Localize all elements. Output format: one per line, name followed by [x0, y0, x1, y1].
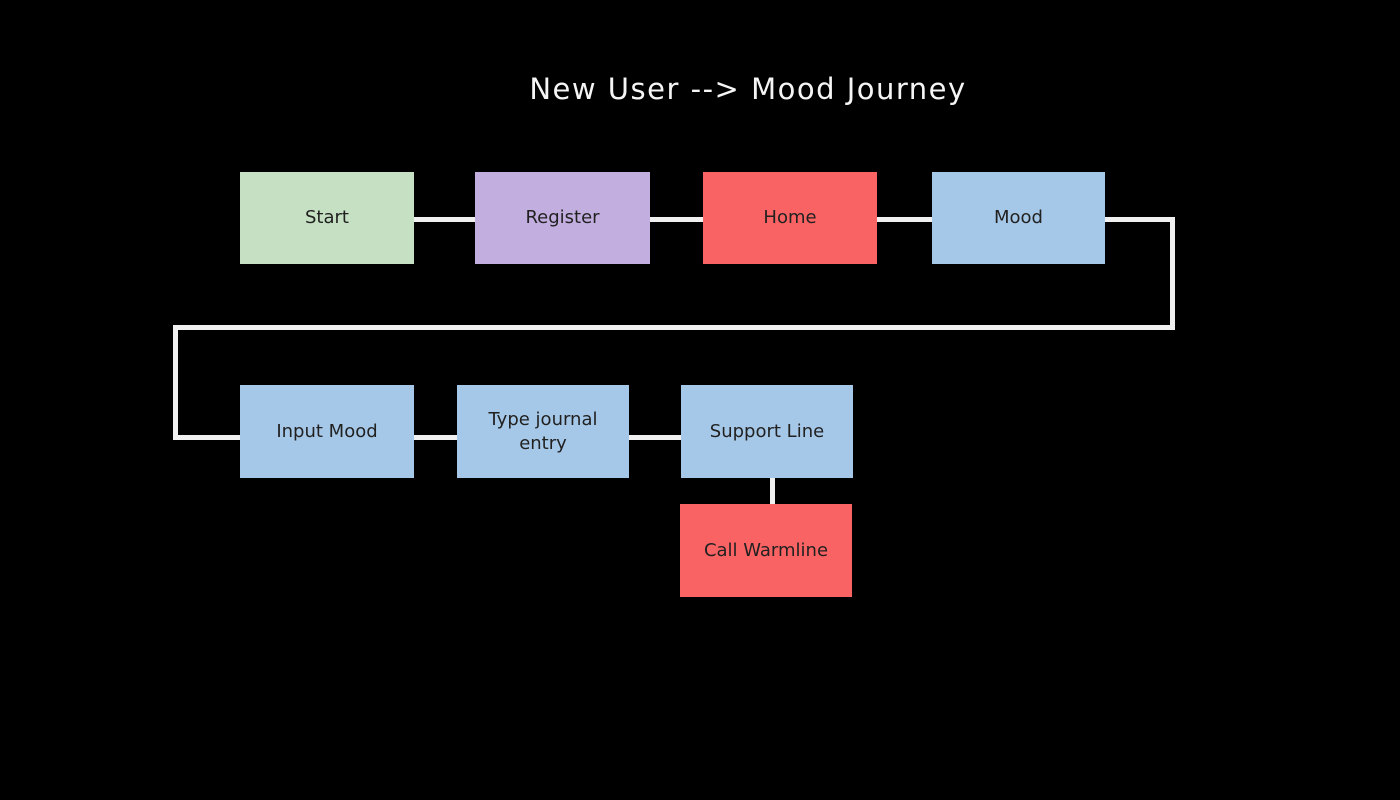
edge-input-mood-type-journal — [414, 435, 457, 440]
node-call-warmline-label: Call Warmline — [703, 539, 829, 561]
node-support-line: Support Line — [681, 385, 853, 478]
edge-mood-input-mood-seg5 — [173, 435, 240, 440]
node-start-label: Start — [305, 207, 349, 229]
edge-support-line-call-warmline — [770, 478, 775, 504]
node-type-journal-entry: Type journal entry — [457, 385, 629, 478]
node-home-label: Home — [763, 207, 817, 229]
edge-mood-input-mood-seg2 — [1170, 217, 1175, 330]
edge-start-register — [414, 217, 475, 222]
node-mood: Mood — [932, 172, 1105, 264]
node-input-mood: Input Mood — [240, 385, 414, 478]
edge-type-journal-support-line — [629, 435, 681, 440]
edge-mood-input-mood-seg4 — [173, 325, 178, 440]
node-register: Register — [475, 172, 650, 264]
node-call-warmline: Call Warmline — [680, 504, 852, 597]
edge-home-mood — [877, 217, 932, 222]
node-start: Start — [240, 172, 414, 264]
node-home: Home — [703, 172, 877, 264]
edge-mood-input-mood-seg1 — [1105, 217, 1175, 222]
node-type-journal-entry-label: Type journal entry — [488, 409, 598, 454]
node-support-line-label: Support Line — [709, 420, 825, 442]
node-mood-label: Mood — [994, 207, 1043, 229]
node-register-label: Register — [525, 207, 600, 229]
edge-register-home — [650, 217, 703, 222]
diagram-title: New User --> Mood Journey — [529, 72, 967, 106]
node-input-mood-label: Input Mood — [276, 420, 378, 442]
edge-mood-input-mood-seg3 — [175, 325, 1175, 330]
